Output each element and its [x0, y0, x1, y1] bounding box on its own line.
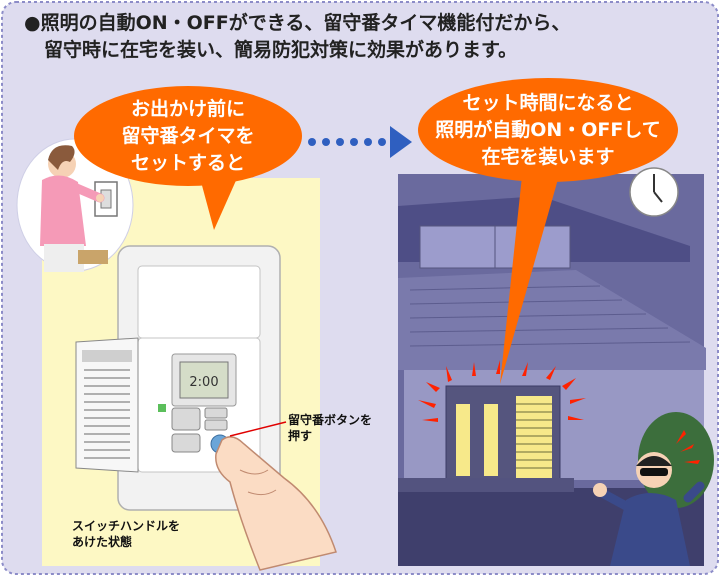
left-bubble-line-2: 留守番タイマを [121, 125, 255, 147]
clock-icon [629, 167, 679, 217]
headline-line-1: ●照明の自動ON・OFFができる、留守番タイマ機能付だから、 [24, 12, 571, 34]
button-callout-line-1: 留守番ボタンを [288, 413, 373, 427]
left-bubble-line-1: お出かけ前に [130, 98, 245, 120]
button-callout-line [229, 421, 287, 437]
button-callout-line-2: 押す [288, 429, 313, 443]
left-speech-bubble [74, 86, 302, 230]
headline: ●照明の自動ON・OFFができる、留守番タイマ機能付だから、 留守時に在宅を装い… [24, 10, 704, 64]
hand-pressing-illustration [215, 436, 337, 571]
button-callout-label: 留守番ボタンを 押す [288, 412, 372, 444]
right-bubble-text: セット時間になると 照明が自動ON・OFFして 在宅を装います [420, 90, 676, 171]
timer-lcd-display [179, 361, 229, 399]
left-bubble-line-3: セットすると [130, 152, 245, 174]
burglar-illustration [593, 430, 705, 566]
lit-window-right [484, 404, 498, 476]
light-flash-marks [418, 360, 586, 422]
right-bubble-line-2: 照明が自動ON・OFFして [435, 119, 661, 141]
left-bubble-text: お出かけ前に 留守番タイマを セットすると [88, 96, 288, 177]
lcd-time-readout: 2:00 [189, 375, 218, 390]
woman-at-switch-illustration [16, 138, 134, 272]
handle-caption-line-2: あけた状態 [72, 535, 133, 549]
indicator-light [158, 404, 166, 412]
open-handle-cover [75, 337, 139, 473]
lit-window-left [456, 404, 470, 476]
right-speech-bubble [418, 78, 678, 384]
right-bubble-line-3: 在宅を装います [481, 146, 615, 168]
night-house-scene [398, 174, 714, 566]
handle-caption-line-1: スイッチハンドルを [72, 519, 181, 533]
headline-line-2: 留守時に在宅を装い、簡易防犯対策に効果があります。 [44, 39, 518, 61]
handle-caption: スイッチハンドルを あけた状態 [72, 518, 180, 550]
right-bubble-line-1: セット時間になると [462, 92, 634, 114]
sequence-arrow [308, 126, 412, 158]
